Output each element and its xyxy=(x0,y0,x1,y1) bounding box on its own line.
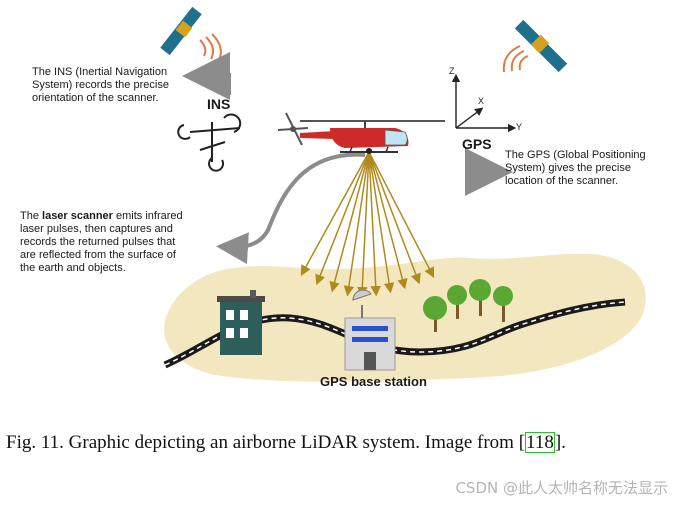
coordinate-axes-icon xyxy=(451,73,517,133)
caption-prefix: Fig. 11. Graphic depicting an airborne L… xyxy=(6,432,526,453)
figure-caption: Fig. 11. Graphic depicting an airborne L… xyxy=(6,432,678,454)
ground-terrain xyxy=(164,253,646,382)
house-icon xyxy=(217,290,265,355)
ins-description: The INS (Inertial Navigation System) rec… xyxy=(32,66,169,105)
ins-satellite-icon xyxy=(160,6,222,63)
trees-icon xyxy=(423,279,513,332)
axis-z-label: Z xyxy=(449,66,455,76)
scanner-bold: laser scanner xyxy=(42,210,113,222)
scanner-line-3: records the returned pulses that xyxy=(20,236,176,248)
laser-beams xyxy=(300,151,435,298)
scanner-line-4: are reflected from the surface of xyxy=(20,249,176,261)
ins-label: INS xyxy=(207,96,231,112)
scanner-prefix: The xyxy=(20,210,43,222)
gps-line-1: The GPS (Global Positioning xyxy=(505,149,646,161)
scanner-description: The laser scanner emits infrared laser p… xyxy=(20,210,183,275)
scanner-arrow xyxy=(216,152,366,265)
gps-arrow xyxy=(465,148,513,196)
gps-label: GPS xyxy=(462,136,492,152)
scanner-suffix: emits infrared xyxy=(112,210,183,222)
axis-x-label: X xyxy=(478,96,485,106)
lidar-diagram xyxy=(160,6,646,382)
gyroscope-icon xyxy=(177,113,242,172)
scanner-line-5: the earth and objects. xyxy=(20,262,126,274)
watermark: CSDN @此人太帅名称无法显示 xyxy=(455,479,668,497)
ins-line-3: orientation of the scanner. xyxy=(32,92,159,104)
ins-arrow xyxy=(182,52,231,100)
axis-y-label: Y xyxy=(516,122,523,132)
gps-description: The GPS (Global Positioning System) give… xyxy=(505,149,646,188)
caption-suffix: ]. xyxy=(554,432,566,453)
gps-line-3: location of the scanner. xyxy=(505,175,619,187)
helicopter-icon xyxy=(277,112,445,154)
base-station-icon xyxy=(344,289,396,371)
scanner-line-1: The laser scanner emits infrared xyxy=(20,210,183,223)
base-station-label: GPS base station xyxy=(320,374,427,389)
scanner-line-2: laser pulses, then captures and xyxy=(20,223,173,235)
caption-reference-link[interactable]: 118 xyxy=(525,432,555,453)
ins-line-1: The INS (Inertial Navigation xyxy=(32,66,168,78)
ins-line-2: System) records the precise xyxy=(32,79,169,91)
gps-satellite-icon xyxy=(502,19,568,73)
gps-line-2: System) gives the precise xyxy=(505,162,631,174)
